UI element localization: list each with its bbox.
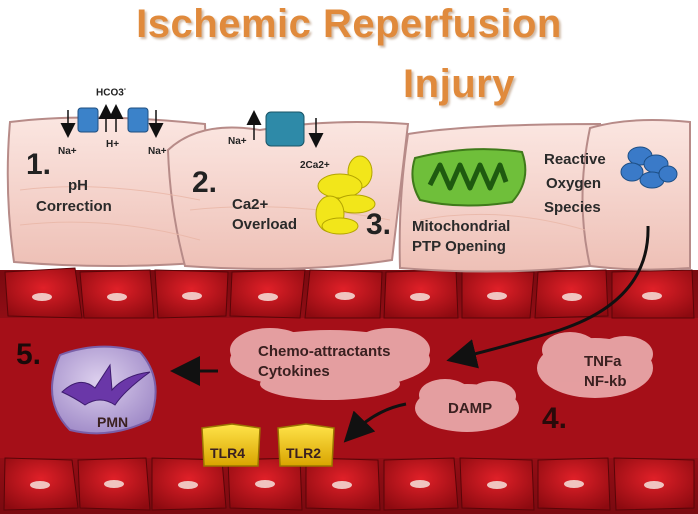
cell1-label-line1: pH (68, 177, 88, 194)
arrow-damp-to-tlr (343, 402, 407, 443)
transporter-ca (265, 111, 305, 147)
na-cell2-label: Na+ (228, 136, 247, 147)
calcium-cluster (315, 155, 376, 235)
chemo-label-line1: Chemo-attractants (258, 343, 391, 360)
hco3-label: HCO3- (96, 86, 127, 99)
cell1-label-line2: Correction (36, 198, 112, 215)
na-right-label: Na+ (148, 146, 167, 157)
ros-molecule-icon (620, 146, 678, 189)
cell3-label-line1: Mitochondrial (412, 218, 511, 235)
tlr2-receptor (277, 423, 335, 467)
cell-4 (581, 119, 691, 271)
cell2-label-line2: Overload (232, 216, 298, 233)
tnf-label-line2: NF-kb (584, 373, 627, 390)
mitochondria-icon (411, 148, 527, 207)
step-number-5: 5. (16, 338, 42, 371)
step-number-1: 1. (26, 148, 52, 181)
pmn-label: PMN (97, 414, 129, 430)
transporter-left (77, 107, 99, 133)
cell4-label-line3: Species (544, 199, 601, 216)
cell2-label-line1: Ca2+ (232, 196, 269, 213)
cloud-tnf (537, 332, 653, 398)
cell3-label-line2: PTP Opening (412, 238, 506, 255)
title-line1: Ischemic Reperfusion (136, 2, 562, 46)
cloud-chemo (230, 328, 430, 400)
cloud-damp (415, 379, 519, 432)
step-number-4: 4. (542, 402, 568, 435)
step-number-3: 3. (366, 208, 392, 241)
cell4-label-line1: Reactive (544, 151, 606, 168)
tlr2-label: TLR2 (286, 445, 321, 461)
damp-label: DAMP (448, 400, 493, 417)
tlr4-label: TLR4 (210, 445, 245, 461)
title-line2: Injury (403, 62, 515, 106)
chemo-label-line2: Cytokines (258, 363, 330, 380)
tnf-label-line1: TNFa (584, 353, 622, 370)
ca-cell2-label: 2Ca2+ (300, 160, 330, 171)
na-left-label: Na+ (58, 146, 77, 157)
arrow-ros-to-chemo (446, 225, 650, 369)
step-number-2: 2. (192, 166, 218, 199)
cell4-label-line2: Oxygen (546, 175, 602, 192)
h-ion-label: H+ (106, 139, 120, 150)
rbc-bottom-row (3, 457, 695, 511)
rbc-top-row (4, 267, 695, 319)
pmn-cell (51, 345, 157, 435)
tlr4-receptor (201, 423, 261, 467)
transporter-right (127, 107, 149, 133)
